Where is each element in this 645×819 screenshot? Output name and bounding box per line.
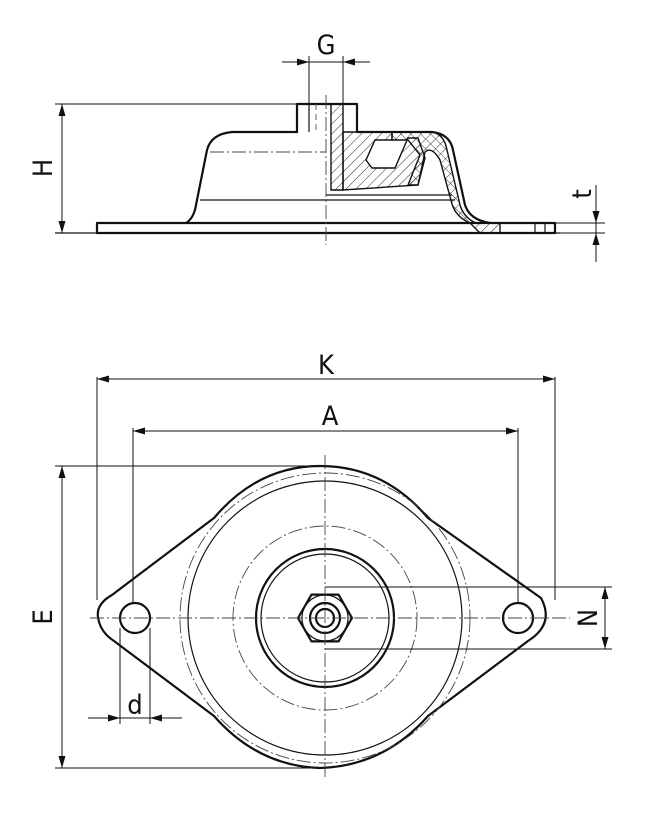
label-k: K [318,350,335,381]
dim-e: E [28,465,325,769]
label-d: d [127,690,142,721]
label-e: E [28,609,59,624]
stud-left [295,102,328,134]
label-h: H [28,159,59,177]
label-g: G [317,30,336,61]
plate-section [468,222,501,234]
dim-t: t [555,185,605,262]
dim-d: d [88,628,182,724]
flange-outline [96,464,547,770]
dim-a: A [132,401,519,603]
dome-right-profile [355,130,492,225]
label-t: t [567,189,598,199]
plate-edge-detail [534,222,546,234]
dim-k: K [96,350,556,600]
side-view: G H t [28,30,605,262]
label-n: N [573,609,604,627]
dim-g: G [282,30,370,104]
dim-n: N [325,586,612,650]
dim-h: H [28,103,297,233]
top-view: K A E N [28,350,612,780]
dome-left-profile [184,130,299,225]
stud-section [330,103,344,191]
label-a: A [322,401,339,432]
